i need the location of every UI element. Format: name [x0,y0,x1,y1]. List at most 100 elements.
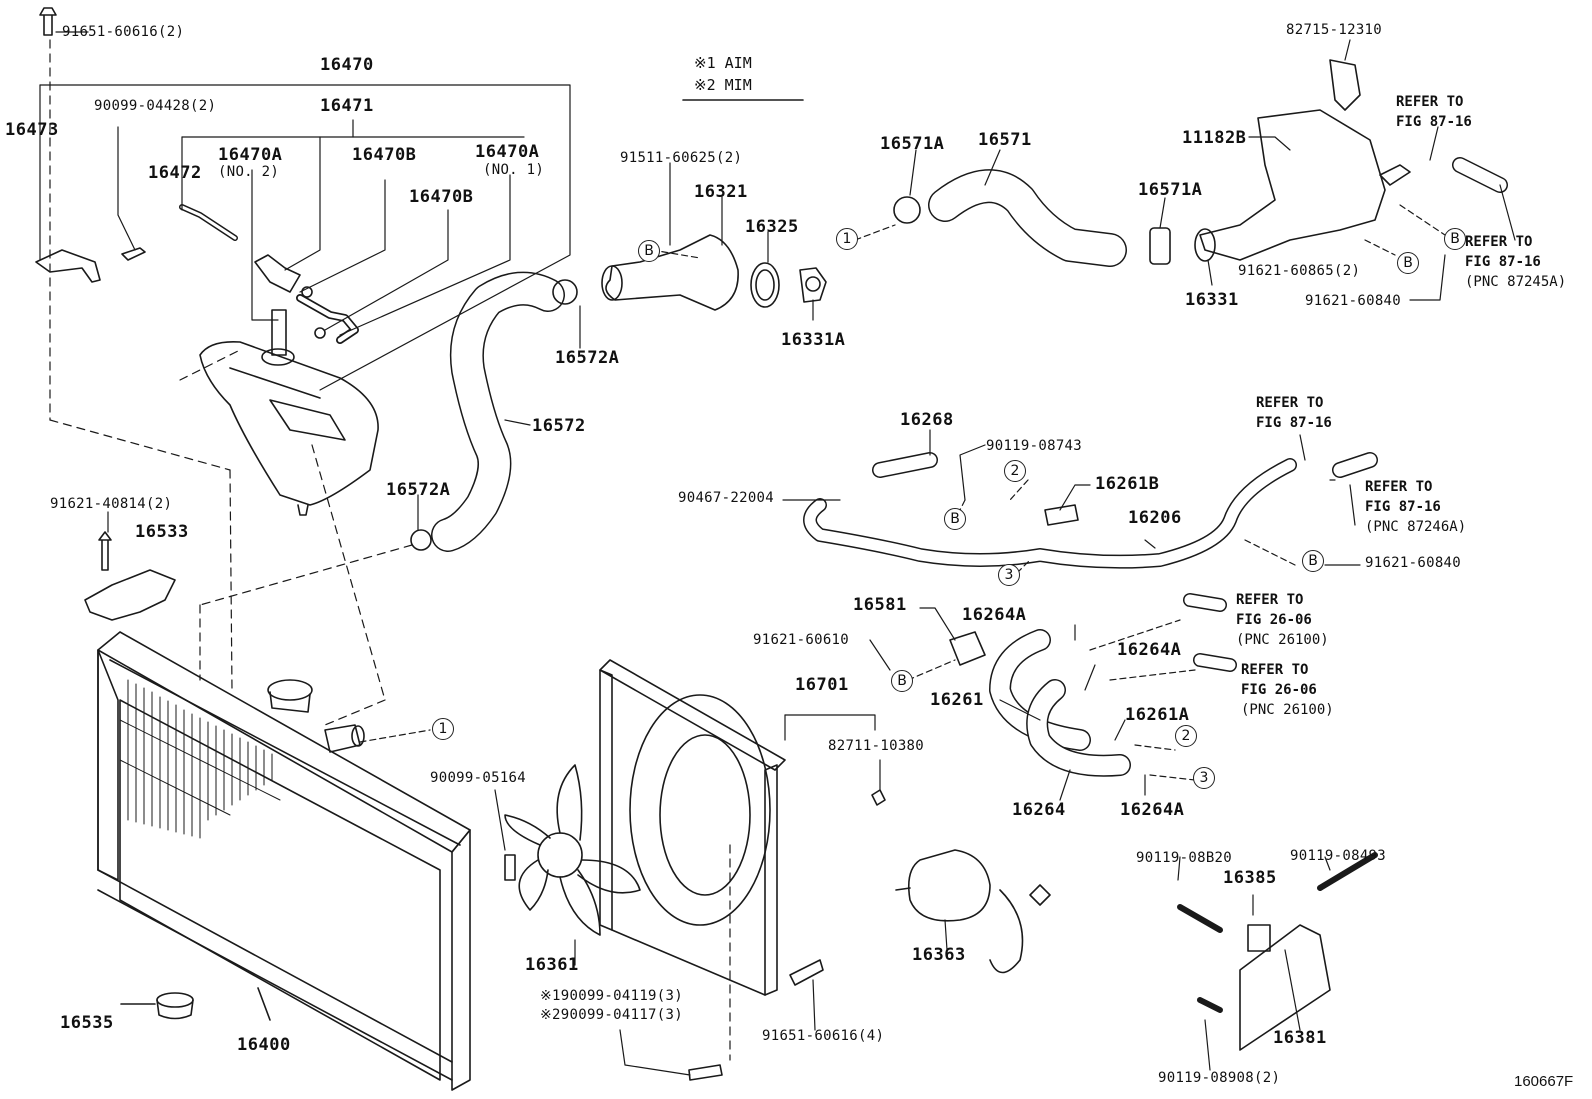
part-label: 16361 [525,955,579,975]
part-label: 91621-60610 [753,632,850,648]
bypass-pipe-16206-drawing [803,452,1378,569]
part-note: (NO. 1) [483,162,545,178]
part-label: 91621-40814(2) [50,496,173,512]
part-label: 16472 [148,163,202,183]
fan-motor-16363-drawing [895,849,1051,974]
legend-item-aim: ※1 AIM [694,54,752,72]
part-label: 82715-12310 [1286,22,1383,38]
figure-id: 160667F [1514,1073,1574,1090]
part-label: 90119-08B20 [1136,850,1233,866]
callout-b: B [944,508,966,530]
part-label: 16400 [237,1035,291,1055]
part-label: ※290099-04117(3) [540,1007,683,1023]
part-label: 16381 [1273,1028,1327,1048]
refer-text: REFER TO [1241,662,1309,678]
part-label: 91651-60616(4) [762,1028,885,1044]
part-label: ※190099-04119(3) [540,988,683,1004]
hose-16571-drawing [893,169,1171,267]
callout-3: 3 [1193,767,1215,789]
callout-b: B [1444,228,1466,250]
bracket-16533-drawing [84,569,176,621]
part-label: 91621-60840 [1305,293,1402,309]
fan-shroud-16701-drawing [599,659,786,996]
part-label: 16268 [900,410,954,430]
refer-text: FIG 26-06 [1236,612,1312,628]
radiator-drawing [97,631,471,1091]
reservoir-tank-drawing [179,204,379,516]
part-label: 16571A [1138,180,1203,200]
part-label: 91621-60840 [1365,555,1462,571]
refer-fig-87-16-87246a: REFER TO FIG 87-16 (PNC 87246A) [1365,477,1466,537]
refer-text: FIG 87-16 [1365,499,1441,515]
part-label: 16321 [694,182,748,202]
refer-text: (PNC 26100) [1241,702,1334,718]
callout-b: B [1397,252,1419,274]
refer-text: (PNC 87245A) [1465,274,1567,290]
part-label: 16571A [880,134,945,154]
callout-2: 2 [1004,460,1026,482]
legend-item-mim: ※2 MIM [694,76,752,94]
part-label: 16261 [930,690,984,710]
part-label: 16325 [745,217,799,237]
part-label: 16572 [532,416,586,436]
part-label: 16473 [5,120,59,140]
part-label: 16264A [962,605,1027,625]
water-outlet-16321-drawing [601,234,827,311]
part-label: 16470A [475,142,540,162]
callout-b: B [1302,550,1324,572]
fan-16361-drawing [504,764,641,936]
callout-b: B [638,240,660,262]
callout-2: 2 [1175,725,1197,747]
part-label: 90119-08908(2) [1158,1070,1281,1086]
part-label: 11182B [1182,128,1247,148]
refer-text: REFER TO [1256,395,1324,411]
part-label: 91651-60616(2) [62,24,185,40]
part-label: 16533 [135,522,189,542]
refer-text: REFER TO [1396,94,1464,110]
callout-1: 1 [432,718,454,740]
part-label: 90467-22004 [678,490,775,506]
part-label: 16331 [1185,290,1239,310]
part-label: 16261A [1125,705,1190,725]
part-label: 16470B [352,145,417,165]
water-inlet-16331-drawing [1194,59,1508,262]
refer-text: (PNC 26100) [1236,632,1329,648]
refer-text: REFER TO [1365,479,1433,495]
part-label: 91511-60625(2) [620,150,743,166]
part-label: 82711-10380 [828,738,925,754]
part-label: 16363 [912,945,966,965]
part-label: 16470 [320,55,374,75]
part-label: 16385 [1223,868,1277,888]
callout-3: 3 [998,564,1020,586]
heater-hoses-drawing [949,593,1237,777]
hose-16572-drawing [410,271,578,552]
part-label: 16572A [555,348,620,368]
part-label: 16470B [409,187,474,207]
part-label: 90119-08493 [1290,848,1387,864]
part-label: 16264A [1120,800,1185,820]
part-label: 90119-08743 [986,438,1083,454]
refer-text: (PNC 87246A) [1365,519,1467,535]
part-label: 90099-05164 [430,770,527,786]
part-label: 16572A [386,480,451,500]
part-note: (NO. 2) [218,164,280,180]
refer-text: FIG 87-16 [1256,415,1332,431]
part-label: 90099-04428(2) [94,98,217,114]
part-label: 16701 [795,675,849,695]
part-label: 16471 [320,96,374,116]
refer-text: FIG 87-16 [1396,114,1472,130]
part-label: 16264 [1012,800,1066,820]
part-label: 16571 [978,130,1032,150]
refer-fig-26-06-a: REFER TO FIG 26-06 (PNC 26100) [1236,590,1329,650]
refer-text: FIG 87-16 [1465,254,1541,270]
refer-text: REFER TO [1236,592,1304,608]
part-label: 16331A [781,330,846,350]
refer-fig-87-16-87245a: REFER TO FIG 87-16 (PNC 87245A) [1465,232,1566,292]
refer-fig-26-06-b: REFER TO FIG 26-06 (PNC 26100) [1241,660,1334,720]
bracket-16381-drawing [1177,852,1378,1051]
part-label: 16261B [1095,474,1160,494]
part-label: 16206 [1128,508,1182,528]
part-label: 91621-60865(2) [1238,263,1361,279]
